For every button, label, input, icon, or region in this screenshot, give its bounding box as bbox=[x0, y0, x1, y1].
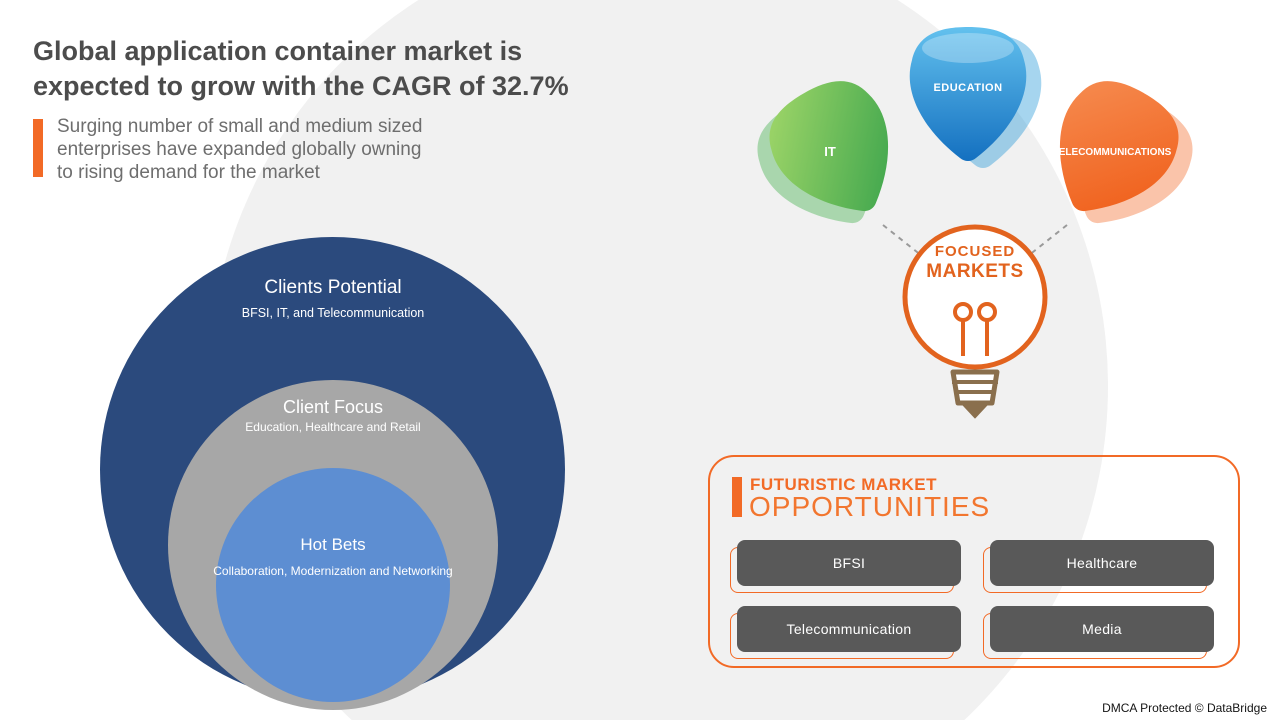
page-title: Global application container market is e… bbox=[33, 34, 569, 104]
lightbulb-icon bbox=[902, 224, 1048, 419]
page-title-line-1: Global application container market is bbox=[33, 36, 523, 66]
bulb-screw-base bbox=[950, 369, 1000, 406]
clients-potential-title: Clients Potential bbox=[264, 277, 402, 298]
subtitle-line-2: enterprises have expanded globally ownin… bbox=[57, 139, 422, 160]
opportunities-heading-line-2: OPPORTUNITIES bbox=[749, 491, 991, 522]
futuristic-opportunities-panel: FUTURISTIC MARKET OPPORTUNITIES BFSI Hea… bbox=[708, 455, 1240, 668]
education-shape-gloss bbox=[922, 33, 1014, 63]
opportunity-item-bfsi: BFSI bbox=[730, 540, 961, 593]
education-segment-label: EDUCATION bbox=[933, 82, 1003, 94]
lightbulb-globe bbox=[902, 224, 1048, 370]
client-focus-title: Client Focus bbox=[282, 397, 384, 417]
opportunities-heading-line-1: FUTURISTIC MARKET bbox=[750, 475, 937, 494]
education-segment-shape bbox=[909, 27, 1027, 161]
it-segment-label: IT bbox=[824, 144, 836, 159]
hot-bets-desc: Collaboration, Modernization and Network… bbox=[213, 564, 453, 578]
clients-potential-desc: BFSI, IT, and Telecommunication bbox=[241, 306, 425, 320]
page-title-line-2: expected to grow with the CAGR of 32.7% bbox=[33, 71, 569, 101]
subtitle-line-3: to rising demand for the market bbox=[57, 162, 320, 183]
it-connector-line bbox=[882, 224, 923, 257]
focused-markets-label-line-2: MARKETS bbox=[926, 261, 1024, 282]
hot-bets-title: Hot Bets bbox=[300, 535, 366, 554]
opportunities-accent-bar bbox=[732, 477, 742, 517]
focused-markets-label-line-1: FOCUSED bbox=[934, 243, 1016, 260]
bulb-base-tip bbox=[960, 402, 990, 419]
telecom-segment-label: TELECOMMUNICATIONS bbox=[1052, 147, 1172, 158]
page-subtitle: Surging number of small and medium sized… bbox=[57, 115, 422, 184]
opportunity-item-telecommunication: Telecommunication bbox=[730, 606, 961, 659]
telecom-connector-line bbox=[1027, 224, 1068, 257]
opportunity-item-label: Telecommunication bbox=[737, 606, 961, 652]
opportunity-item-label: BFSI bbox=[737, 540, 961, 586]
focused-markets-graphic bbox=[741, 27, 1209, 419]
opportunity-item-label: Healthcare bbox=[990, 540, 1214, 586]
opportunity-item-healthcare: Healthcare bbox=[983, 540, 1214, 593]
subtitle-accent-bar bbox=[33, 119, 43, 177]
opportunity-item-label: Media bbox=[990, 606, 1214, 652]
opportunity-item-media: Media bbox=[983, 606, 1214, 659]
hot-bets-circle bbox=[216, 468, 450, 702]
subtitle-line-1: Surging number of small and medium sized bbox=[57, 116, 423, 137]
client-focus-desc: Education, Healthcare and Retail bbox=[245, 420, 421, 434]
dmca-protection-notice: DMCA Protected © DataBridge bbox=[1102, 701, 1267, 715]
